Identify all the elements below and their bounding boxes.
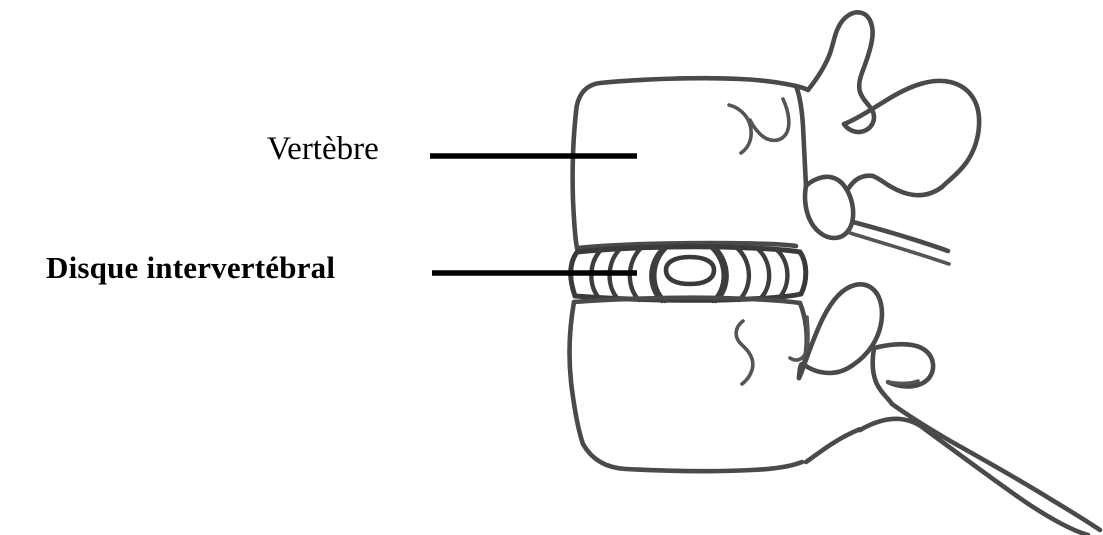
upper-vertebra-notch-mark-right <box>748 97 791 143</box>
facet-joint-lower-line <box>848 231 951 266</box>
upper-vertebral-body-outline <box>573 75 811 115</box>
lower-superior-articular-process <box>796 282 885 381</box>
lower-transverse-process-lower <box>803 426 863 465</box>
upper-spinous-process <box>841 78 982 190</box>
annulus-ring-right-3 <box>755 246 772 302</box>
upper-vertebral-body-left-edge <box>570 109 580 251</box>
lower-vertebral-body-bottom-edge <box>580 441 805 474</box>
lower-inferior-articular-process <box>870 345 895 407</box>
annulus-ring-right-2 <box>734 245 752 303</box>
upper-inferior-articular-process-stem <box>793 83 809 189</box>
disc-right-edge <box>797 249 809 297</box>
lower-vertebra-group <box>567 282 1103 535</box>
upper-inferior-facet-lobe <box>802 174 856 241</box>
upper-vertebra-notch-mark-left <box>727 103 753 155</box>
lower-superior-articular-process-base <box>796 361 856 381</box>
upper-spinous-process-lower-edge <box>870 173 945 198</box>
annulus-ring-right-4 <box>774 247 790 301</box>
lower-vertebra-notch-inner <box>886 379 920 386</box>
lower-vertebra-lamina-notch <box>871 341 936 389</box>
lower-spinous-process-tip-edge <box>923 427 1091 535</box>
label-vertebre: Vertèbre <box>267 131 379 167</box>
upper-vertebra-group <box>570 10 982 266</box>
lower-spinous-process-lower-edge <box>857 416 929 433</box>
lower-vertebral-body-top-edge <box>571 295 803 306</box>
disc-top-edge <box>574 244 803 255</box>
upper-inferior-articular-process <box>845 173 876 192</box>
disc-left-edge <box>568 249 580 299</box>
facet-joint-upper-line <box>850 219 951 254</box>
lower-vertebra-notch-mark-right <box>788 315 810 362</box>
upper-vertebral-body-bottom-edge <box>574 240 799 251</box>
upper-superior-articular-process <box>805 10 875 93</box>
lower-vertebral-body-left-edge <box>567 299 586 447</box>
lower-vertebra-notch-mark-left <box>734 319 755 386</box>
lower-spinous-process-upper-edge <box>889 401 1103 533</box>
label-disque-intervertebral: Disque intervertébral <box>46 250 336 285</box>
upper-superior-articular-process-inner <box>841 67 877 135</box>
nucleus-pulposus <box>663 254 717 287</box>
